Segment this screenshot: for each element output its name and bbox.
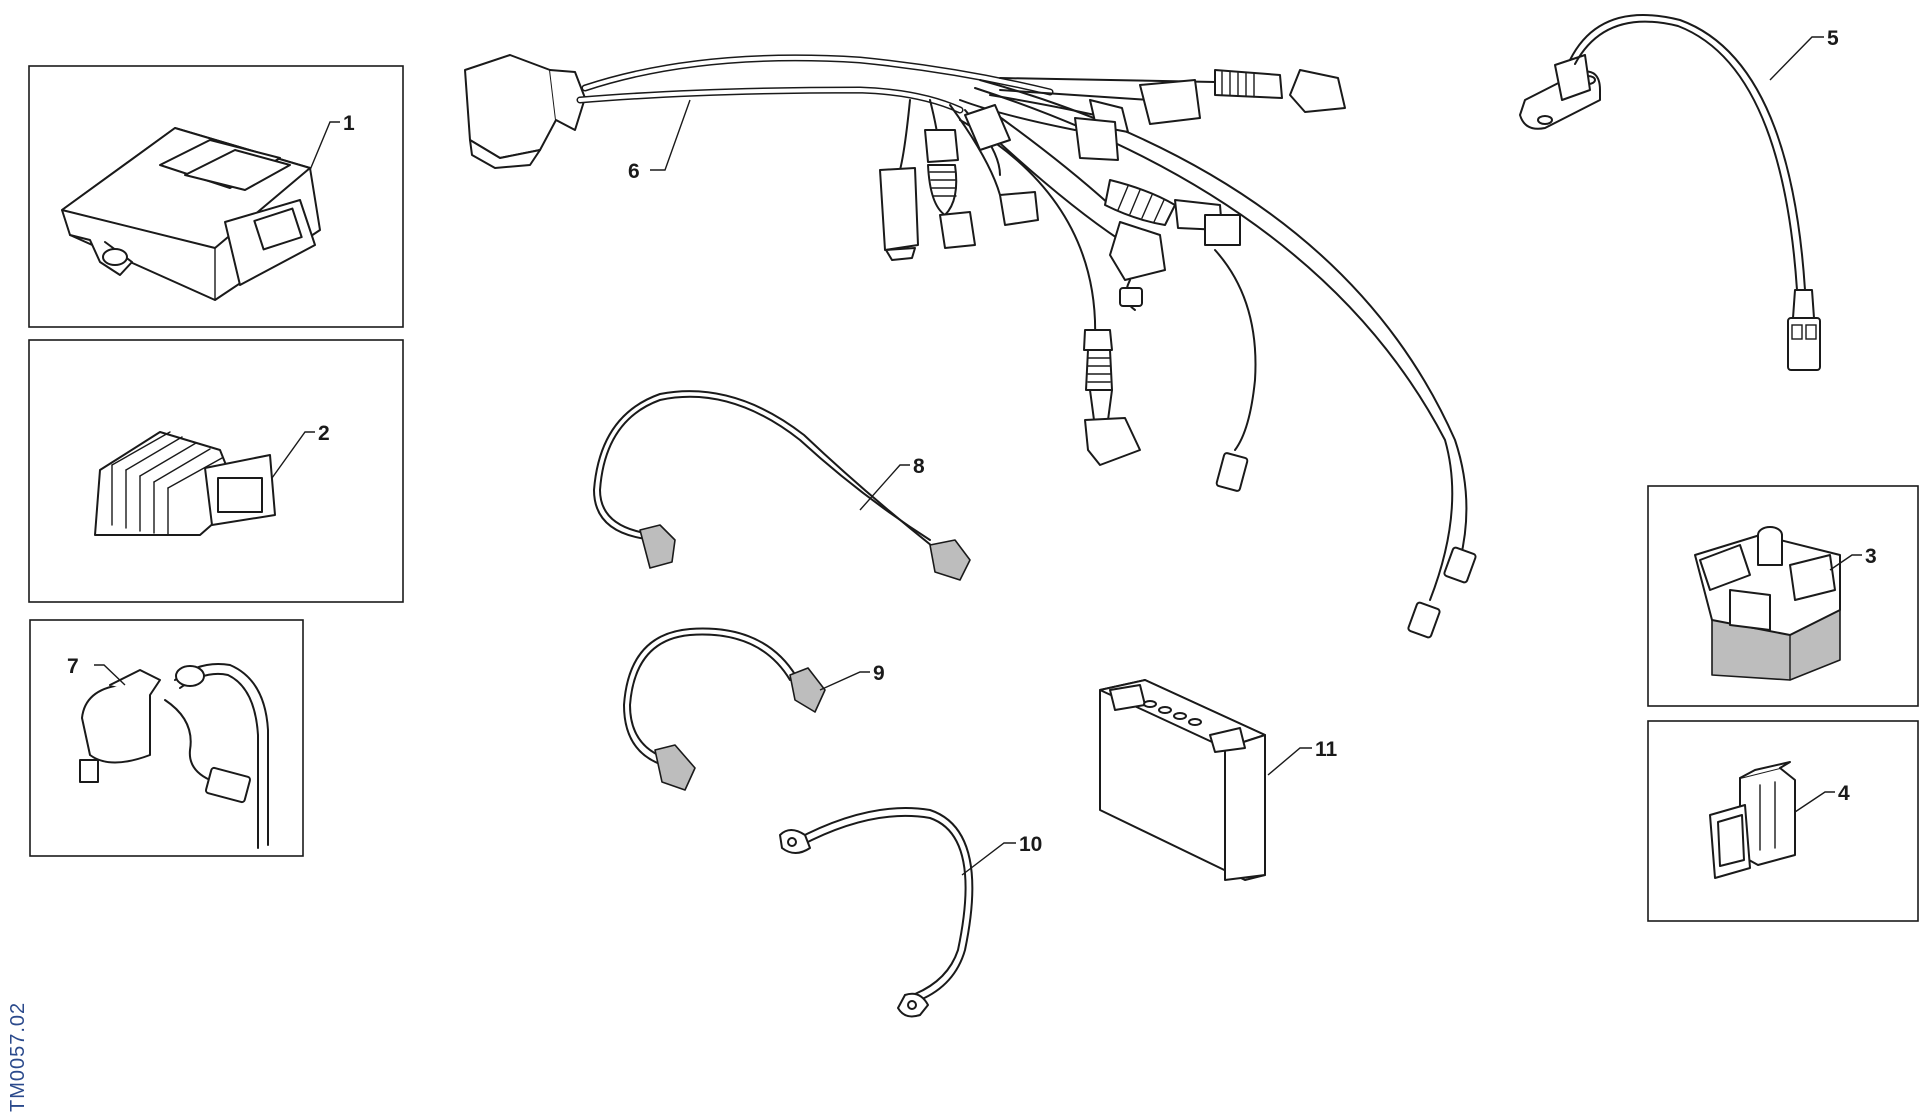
ecu-control-unit [61,127,321,301]
callout-7: 7 [67,655,79,678]
starter-relay [1694,526,1841,681]
callout-6: 6 [628,160,640,183]
callout-8: 8 [913,455,925,478]
figure-code: TM0057.02 [7,1002,29,1112]
callout-1: 1 [343,112,355,135]
leader-lines [94,36,1862,876]
callout-11: 11 [1315,738,1338,761]
callout-numbers: 1 2 3 4 5 6 7 8 9 10 11 [67,27,1877,856]
battery [1099,679,1266,881]
callout-10: 10 [1019,833,1042,856]
fuse-connector [1709,761,1796,879]
callout-9: 9 [873,662,885,685]
battery-cable-9 [623,627,826,791]
ignition-coil [79,663,269,849]
callout-5: 5 [1827,27,1839,50]
callout-2: 2 [318,422,330,445]
callout-3: 3 [1865,545,1877,568]
battery-cable-8 [593,390,971,581]
sensor-with-cable [1519,14,1821,371]
ground-cable [779,807,974,1018]
main-wiring-harness [464,54,1477,639]
voltage-regulator [94,431,276,536]
callout-4: 4 [1838,782,1850,805]
